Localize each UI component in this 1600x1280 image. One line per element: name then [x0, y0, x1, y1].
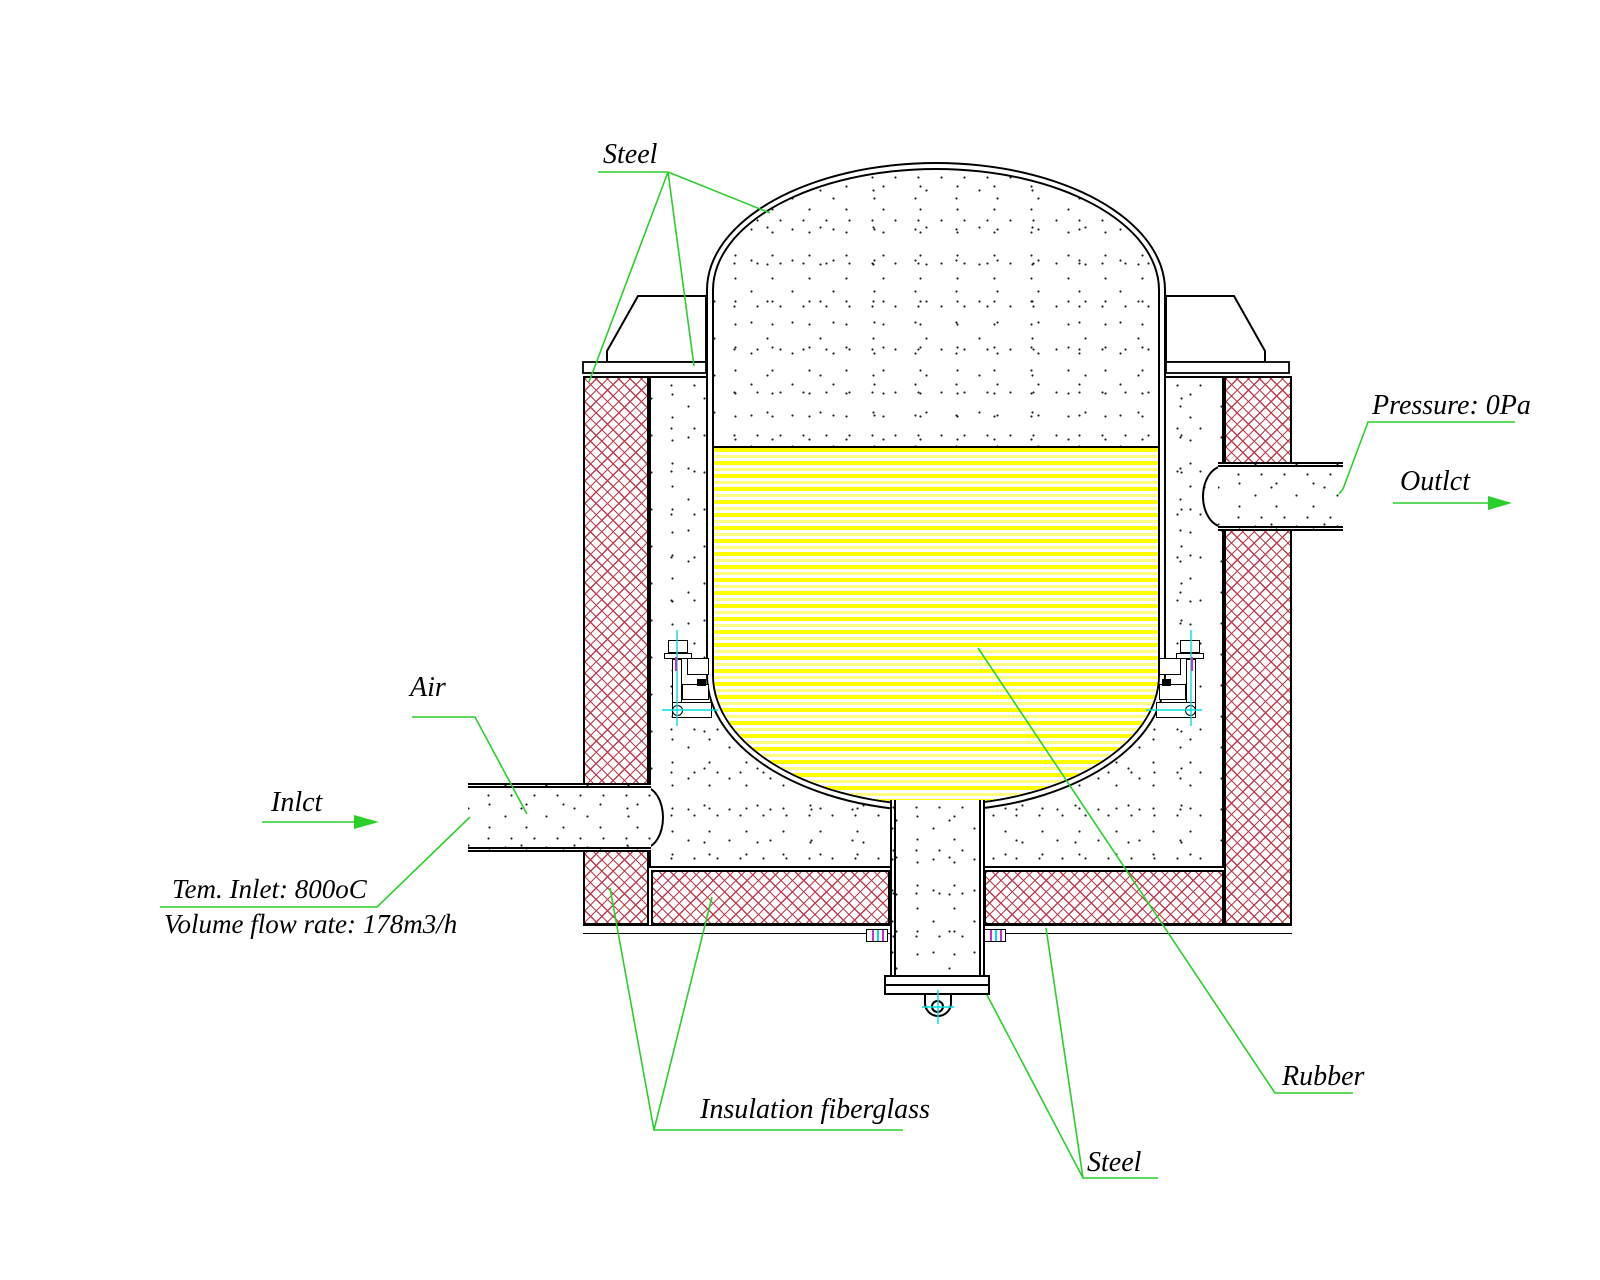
label-steel-top: Steel	[603, 139, 658, 170]
clamp-left	[660, 632, 716, 724]
inlet-flow-arrow-icon	[354, 815, 379, 829]
label-outlet: Outlct	[1400, 466, 1470, 497]
clamp-bracket-lower	[682, 684, 709, 700]
clamp-pivot	[672, 705, 683, 716]
label-insulation: Insulation fiberglass	[700, 1094, 930, 1125]
clamp-bracket-lower	[1159, 684, 1186, 700]
clamp-bracket-upper	[1159, 658, 1181, 675]
clamp-bolt-shaft	[1186, 659, 1196, 707]
rubber-fill	[714, 446, 1158, 804]
clamp-nut	[668, 640, 688, 653]
insulation-bottom-left	[651, 870, 890, 925]
label-volume-flow: Volume flow rate: 178m3/h	[164, 909, 458, 939]
clamp-weld-block	[1162, 679, 1171, 686]
lid-plate-left	[582, 361, 707, 374]
vessel-inner-wall	[712, 168, 1160, 806]
clamp-washer	[664, 653, 692, 659]
lid-collar-right	[1165, 295, 1266, 363]
anchor-bolt-left	[866, 929, 888, 942]
lid-collar-left	[606, 295, 707, 363]
outlet-pipe	[1218, 462, 1343, 531]
clamp-nut	[1180, 640, 1200, 653]
drain-lug-hole	[931, 1000, 944, 1013]
outlet-flow-arrow-icon	[1488, 496, 1512, 510]
label-tem-inlet: Tem. Inlet: 800oC	[172, 874, 367, 904]
label-steel-bottom: Steel	[1087, 1147, 1142, 1178]
clamp-pivot	[1185, 705, 1196, 716]
lid-plate-right	[1165, 361, 1290, 374]
steel-bottom-leader	[986, 927, 1158, 1179]
clamp-right	[1152, 632, 1208, 724]
drain-flange	[884, 975, 990, 995]
drain-pipe	[890, 800, 985, 980]
label-pressure: Pressure: 0Pa	[1372, 390, 1531, 421]
clamp-bracket-upper	[687, 658, 709, 675]
anchor-bolt-right	[984, 929, 1006, 942]
label-inlet: Inlct	[271, 787, 323, 818]
inlet-pipe	[468, 783, 651, 852]
insulation-bottom-right	[984, 870, 1224, 925]
clamp-bolt-shaft	[672, 659, 682, 707]
insulation-right-wall	[1224, 376, 1292, 925]
clamp-weld-block	[697, 679, 706, 686]
label-air: Air	[410, 672, 446, 703]
label-rubber: Rubber	[1282, 1061, 1365, 1092]
drain-flange-line	[886, 984, 988, 986]
